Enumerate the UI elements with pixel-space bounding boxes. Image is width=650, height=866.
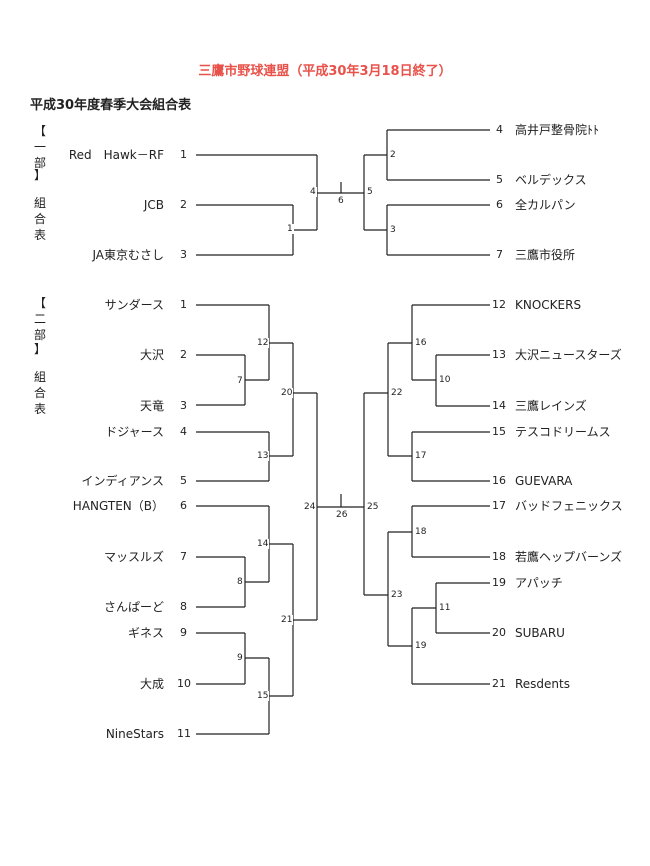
team-seed: 5: [496, 173, 503, 186]
match-number: 2: [389, 150, 397, 160]
team-name: Resdents: [515, 677, 570, 691]
team-seed: 4: [180, 425, 187, 438]
team-seed: 6: [180, 499, 187, 512]
section-char: 合: [33, 386, 46, 400]
team-name: 全カルパン: [515, 198, 576, 212]
match-number: 14: [256, 539, 270, 549]
section-char: 部: [33, 328, 46, 342]
section-char: 表: [33, 228, 46, 242]
team-name: ギネス: [127, 626, 164, 640]
team-name: 三鷹市役所: [515, 248, 576, 262]
team-seed: 6: [496, 198, 503, 211]
match-number: 11: [438, 603, 452, 613]
team-seed: 14: [492, 399, 506, 412]
section-char: 部: [33, 156, 46, 170]
team-seed: 9: [180, 626, 187, 639]
match-number: 3: [389, 225, 397, 235]
match-number: 4: [309, 187, 317, 197]
section-char: 組: [33, 196, 46, 210]
team-seed: 17: [492, 499, 506, 512]
section-char: 組: [33, 370, 46, 384]
match-number: 9: [236, 653, 244, 663]
team-name: インディアンス: [81, 474, 164, 488]
team-seed: 4: [496, 123, 503, 136]
team-seed: 7: [180, 550, 187, 563]
bracket-close: 】: [33, 342, 46, 356]
bracket-open: 【: [33, 296, 46, 310]
match-number: 6: [337, 196, 345, 206]
team-name: 高井戸整骨院ﾄﾄ: [515, 123, 600, 137]
team-name: 大沢ニュースターズ: [515, 348, 622, 362]
team-name: アパッチ: [515, 576, 563, 590]
team-name: 天竜: [139, 399, 164, 413]
team-name: 大成: [139, 677, 164, 691]
team-name: 若鷹ヘップバーンズ: [515, 550, 623, 564]
team-seed: 18: [492, 550, 506, 563]
team-name: ベルデックス: [515, 173, 587, 187]
section-char: 合: [33, 212, 46, 226]
match-number: 23: [390, 590, 404, 600]
team-seed: 11: [177, 727, 191, 740]
match-number: 13: [256, 451, 270, 461]
team-seed: 2: [180, 198, 187, 211]
match-number: 12: [256, 338, 270, 348]
team-name: テスコドリームス: [515, 425, 611, 439]
team-seed: 20: [492, 626, 506, 639]
team-seed: 10: [177, 677, 191, 690]
team-seed: 1: [180, 298, 187, 311]
team-name: NineStars: [105, 727, 164, 741]
team-name: 三鷹レインズ: [515, 399, 587, 413]
team-seed: 3: [180, 248, 187, 261]
team-seed: 16: [492, 474, 506, 487]
section-char: 表: [33, 402, 46, 416]
match-number: 15: [256, 691, 270, 701]
team-name: SUBARU: [515, 626, 565, 640]
team-name: HANGTEN（B）: [72, 499, 164, 513]
match-number: 16: [414, 338, 428, 348]
page-title: 三鷹市野球連盟（平成30年3月18日終了）: [198, 64, 452, 79]
team-seed: 2: [180, 348, 187, 361]
match-number: 25: [366, 502, 380, 512]
match-number: 10: [438, 375, 452, 385]
team-seed: 13: [492, 348, 506, 361]
team-seed: 12: [492, 298, 506, 311]
section-char: 一: [33, 140, 46, 154]
section-char: 二: [33, 312, 46, 326]
match-number: 22: [390, 388, 404, 398]
team-seed: 3: [180, 399, 187, 412]
team-name: Red Hawk－RF: [68, 148, 164, 162]
team-seed: 8: [180, 600, 187, 613]
bracket-open: 【: [33, 124, 46, 138]
team-name: JA東京むさし: [92, 248, 164, 262]
team-seed: 7: [496, 248, 503, 261]
match-number: 20: [280, 388, 294, 398]
bracket-close: 】: [33, 168, 46, 182]
team-name: GUEVARA: [515, 474, 573, 488]
match-number: 8: [236, 577, 244, 587]
team-seed: 15: [492, 425, 506, 438]
team-name: ドジャース: [105, 425, 164, 439]
team-name: バッドフェニックス: [515, 499, 623, 513]
team-seed: 5: [180, 474, 187, 487]
team-seed: 1: [180, 148, 187, 161]
match-number: 1: [286, 224, 294, 234]
match-number: 21: [280, 615, 294, 625]
match-number: 7: [236, 376, 244, 386]
match-number: 18: [414, 527, 428, 537]
bracket-subtitle: 平成30年度春季大会組合表: [30, 98, 192, 113]
team-name: 大沢: [139, 348, 164, 362]
team-name: KNOCKERS: [515, 298, 582, 312]
match-number: 19: [414, 641, 428, 651]
match-number: 5: [366, 187, 374, 197]
match-number: 17: [414, 451, 428, 461]
team-seed: 21: [492, 677, 506, 690]
team-name: マッスルズ: [103, 550, 164, 564]
team-seed: 19: [492, 576, 506, 589]
match-number: 24: [303, 502, 317, 512]
team-name: JCB: [143, 198, 164, 212]
team-name: サンダース: [104, 298, 164, 312]
match-number: 26: [335, 510, 349, 520]
team-name: さんぱーど: [103, 600, 164, 614]
